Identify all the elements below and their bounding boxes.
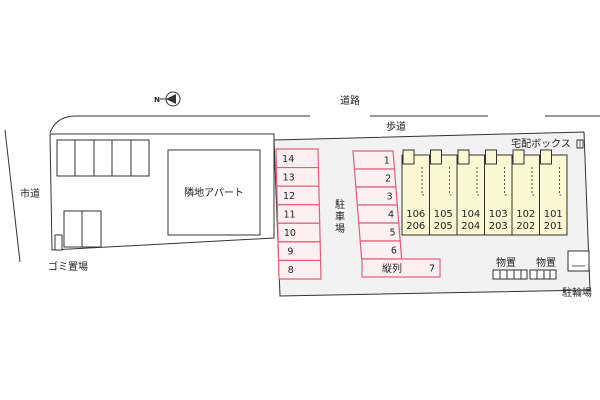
parking-slot-number: 9 [287, 247, 293, 258]
unit-number-second-floor: 202 [516, 221, 535, 232]
parking-slot-number: 2 [385, 174, 391, 185]
parking-slot: 5 [358, 222, 401, 242]
north-arrow-icon [160, 91, 181, 107]
delivery-box-label: 宅配ボックス [511, 137, 571, 150]
parking-slot: 3 [355, 186, 398, 206]
north-label: N [154, 96, 160, 104]
unit-number-second-floor: 203 [489, 221, 508, 232]
parking-slot-number: 14 [282, 154, 294, 165]
unit-number-second-floor: 204 [461, 221, 480, 232]
parking-left-group: 14 13 12 11 10 9 8 [275, 148, 322, 280]
unit-number-first-floor: 105 [434, 209, 453, 220]
parking-slot: 12 [276, 185, 320, 206]
parking-slot-number: 6 [391, 246, 397, 257]
parking-slot-tandem: 7 [361, 258, 441, 278]
tandem-label: 縦列 [382, 262, 402, 275]
parking-slot-number: 8 [288, 265, 294, 276]
parking-slot-number: 4 [388, 210, 394, 221]
parking-slot: 11 [276, 204, 321, 224]
parking-slot: 1 [352, 150, 396, 170]
parking-slot: 4 [356, 204, 400, 224]
unit-number-first-floor: 101 [544, 209, 563, 220]
unit-number-second-floor: 206 [406, 221, 425, 232]
storage-label-1: 物置 [496, 256, 516, 269]
parking-slot: 14 [275, 148, 320, 169]
neighbor-apartment [167, 149, 261, 236]
garbage-box [54, 234, 63, 251]
parking-slot-number: 13 [283, 172, 295, 183]
parking-slot-number: 10 [284, 228, 296, 239]
parking-slot: 6 [359, 240, 403, 260]
parking-slot-number: 1 [384, 156, 390, 167]
unit-number-first-floor: 102 [516, 209, 535, 220]
neighbor-parking-stripes [56, 139, 150, 177]
neighbor-garage [63, 210, 102, 248]
parking-slot-number: 11 [283, 210, 295, 221]
parking-vertical-label: 駐車場 [335, 198, 345, 235]
parking-slot: 10 [277, 222, 321, 243]
storage-label-2: 物置 [536, 256, 556, 269]
parking-slot: 13 [275, 166, 320, 187]
city-road-line [4, 129, 21, 263]
tandem-number: 7 [429, 264, 435, 275]
parking-right-group: 1 2 3 4 5 6 [352, 150, 403, 260]
parking-slot-number: 5 [389, 228, 395, 239]
parking-slot-number: 3 [387, 192, 393, 203]
storage-shed-1 [492, 269, 528, 280]
city-road-label: 市道 [20, 187, 40, 200]
bicycle-parking [567, 250, 590, 272]
parking-slot: 2 [353, 168, 397, 188]
unit-number-first-floor: 103 [489, 209, 508, 220]
road-line-left [49, 115, 310, 134]
unit-number-first-floor: 106 [406, 209, 425, 220]
parking-slot-number: 12 [283, 191, 295, 202]
road-label: 道路 [340, 94, 360, 107]
neighbor-apartment-label: 隣地アパート [184, 186, 244, 199]
storage-shed-2 [529, 269, 557, 280]
delivery-box-icon [576, 139, 584, 149]
parking-slot: 9 [277, 241, 322, 262]
bicycle-parking-label: 駐輪場 [562, 286, 592, 299]
sidewalk-label: 歩道 [386, 120, 406, 133]
unit-number-second-floor: 201 [544, 221, 563, 232]
parking-slot: 8 [277, 259, 322, 280]
unit-number-second-floor: 205 [434, 221, 453, 232]
garbage-label: ゴミ置場 [48, 260, 88, 273]
unit-number-first-floor: 104 [461, 209, 480, 220]
